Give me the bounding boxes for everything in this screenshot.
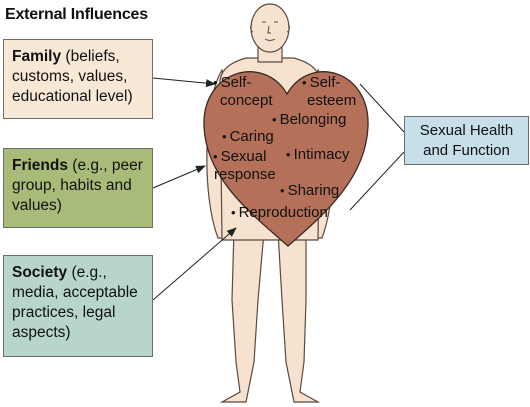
society-description: (e.g., media, acceptable practices, lega… [12,264,138,341]
outcome-line-bottom [349,151,405,211]
connectors [152,77,405,301]
sexual-health-box: Sexual Health and Function [404,116,529,165]
society-title: Society [12,264,68,281]
heart-item-sexual-response-cont: response [214,166,276,184]
heart-item-sharing: •Sharing [280,182,339,200]
face [250,21,290,41]
belonging-label: Belonging [279,111,347,128]
outcome-line-top [359,83,405,133]
bullet-icon: • [302,75,307,90]
bullet-icon: • [231,205,236,220]
self-esteem-line1: Self- [309,74,341,91]
society-arrow [152,227,237,301]
sharing-label: Sharing [287,182,340,199]
friends-title: Friends [12,157,68,174]
heart-item-intimacy: •Intimacy [286,146,349,164]
heart-item-self-esteem-cont: esteem [307,92,356,110]
heart-item-reproduction: •Reproduction [231,204,328,222]
heart-item-self-esteem: •Self- [302,74,340,92]
heart-item-self-concept: •Self- [213,74,251,92]
caring-label: Caring [229,128,274,145]
bullet-icon: • [213,149,218,164]
right-leg [277,229,321,403]
external-influences-heading: External Influences [5,6,148,23]
friends-arrow [152,165,206,189]
self-esteem-line2: esteem [307,92,357,109]
bullet-icon: • [222,129,227,144]
bullet-icon: • [286,147,291,162]
head [250,3,290,53]
heart-item-belonging: •Belonging [272,111,346,129]
intimacy-label: Intimacy [293,146,350,163]
bullet-icon: • [272,112,277,127]
heart-item-self-concept-cont: concept [220,92,273,110]
sexual-response-line2: response [214,166,276,183]
heart-shape [203,71,369,247]
sexual-health-line1: Sexual Health [419,122,514,139]
friends-box: Friends (e.g., peer group, habits and va… [3,148,153,228]
self-concept-line2: concept [220,92,273,109]
sexual-response-line1: Sexual [220,148,267,165]
bullet-icon: • [213,75,218,90]
reproduction-label: Reproduction [238,204,328,221]
bullet-icon: • [280,183,285,198]
family-title: Family [12,48,62,65]
society-box: Society (e.g., media, acceptable practic… [3,255,153,357]
heart-item-sexual-response: •Sexual [213,148,266,166]
friends-description: (e.g., peer group, habits and values) [12,157,143,214]
family-box: Family (beliefs, customs, values, educat… [3,39,153,119]
family-arrow [152,77,216,88]
heart-item-caring: •Caring [222,128,274,146]
sexual-health-line2: and Function [423,142,510,159]
family-description: (beliefs, customs, values, educational l… [12,48,133,105]
self-concept-line1: Self- [220,74,252,91]
left-leg [219,229,265,403]
